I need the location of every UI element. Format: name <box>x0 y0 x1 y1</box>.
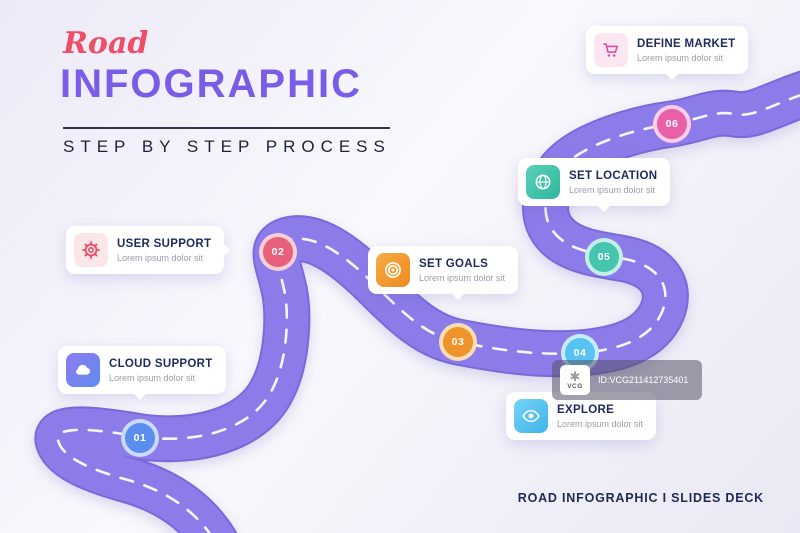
eye-icon <box>514 399 548 433</box>
step-title: USER SUPPORT <box>117 237 212 250</box>
step-title: SET LOCATION <box>569 169 658 182</box>
step-card-define-market: DEFINE MARKET Lorem ipsum dolor sit <box>586 26 749 80</box>
milestone-number: 05 <box>597 251 611 263</box>
step-card-cloud-support: CLOUD SUPPORT Lorem ipsum dolor sit <box>58 346 226 400</box>
shopping-cart-icon <box>594 33 628 67</box>
snowflake-icon: ✱ <box>569 369 581 384</box>
milestone-number: 01 <box>133 432 147 444</box>
step-description: Lorem ipsum dolor sit <box>419 272 506 283</box>
step-title: EXPLORE <box>557 403 615 416</box>
title-divider <box>63 127 390 129</box>
step-title: CLOUD SUPPORT <box>109 357 213 370</box>
gear-icon <box>74 233 108 267</box>
footer-credit: ROAD INFOGRAPHIC I SLIDES DECK <box>517 491 764 505</box>
milestone-01: 01 <box>125 423 155 453</box>
milestone-02: 02 <box>263 237 293 267</box>
milestone-03: 03 <box>443 327 473 357</box>
step-description: Lorem ipsum dolor sit <box>569 184 656 195</box>
step-title: DEFINE MARKET <box>637 37 736 50</box>
step-description: Lorem ipsum dolor sit <box>557 418 644 429</box>
step-description: Lorem ipsum dolor sit <box>117 252 204 263</box>
watermark-logo-text: VCG <box>567 383 583 390</box>
milestone-number: 06 <box>665 118 679 130</box>
milestone-05: 05 <box>589 242 619 272</box>
milestone-06: 06 <box>657 109 687 139</box>
step-card-explore: EXPLORE Lorem ipsum dolor sit <box>506 386 657 440</box>
watermark-id: ID:VCG211412735401 <box>598 375 689 385</box>
milestone-number: 04 <box>573 347 587 359</box>
step-card-set-location: SET LOCATION Lorem ipsum dolor sit <box>518 158 671 212</box>
page-title: INFOGRAPHIC <box>60 62 362 106</box>
watermark-logo: ✱ VCG <box>560 365 590 395</box>
subtitle: STEP BY STEP PROCESS <box>63 137 391 156</box>
milestone-number: 03 <box>451 336 465 348</box>
step-title: SET GOALS <box>419 257 489 270</box>
target-icon <box>376 253 410 287</box>
title-script: Road <box>63 26 149 61</box>
milestone-number: 02 <box>271 246 285 258</box>
globe-icon <box>526 165 560 199</box>
step-description: Lorem ipsum dolor sit <box>637 52 724 63</box>
cloud-upload-icon <box>66 353 100 387</box>
step-card-set-goals: SET GOALS Lorem ipsum dolor sit <box>368 246 519 300</box>
step-description: Lorem ipsum dolor sit <box>109 372 196 383</box>
step-card-user-support: USER SUPPORT Lorem ipsum dolor sit <box>66 226 231 274</box>
vcg-watermark: ✱ VCG ID:VCG211412735401 <box>552 360 702 400</box>
